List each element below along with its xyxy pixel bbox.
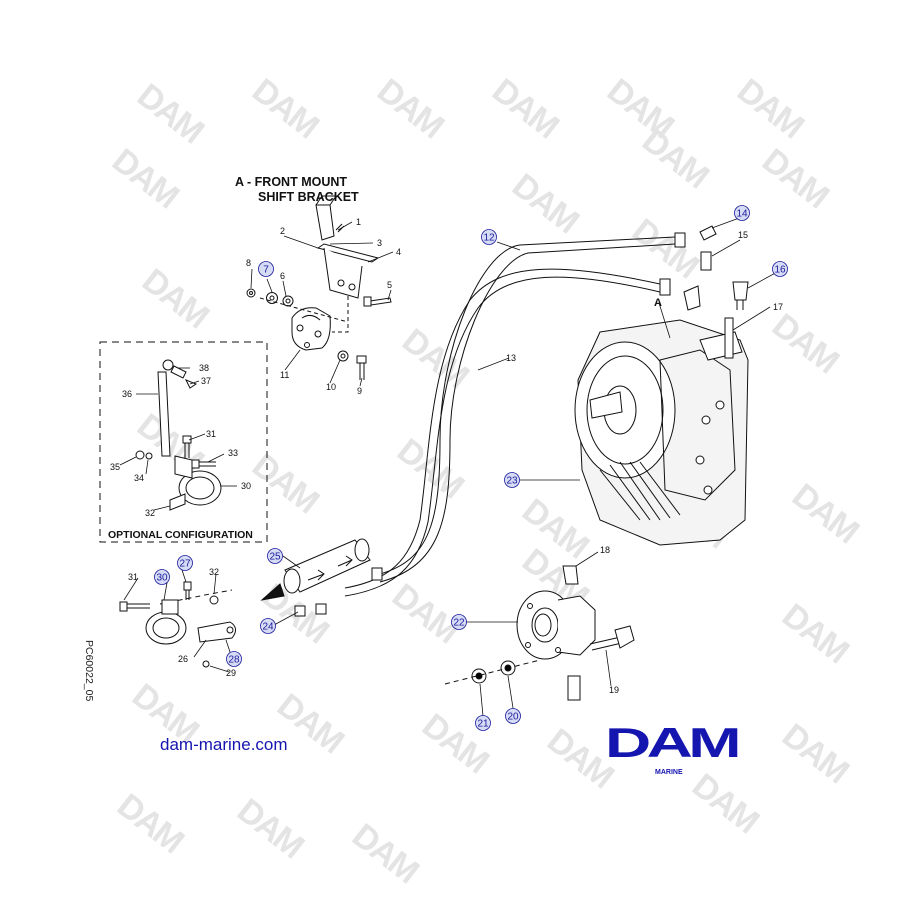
watermark-logo: DAM [755,141,835,215]
callout-22-text: 22 [453,618,465,629]
callout-21: 21 [475,715,491,731]
watermark-logo: DAM [245,446,325,520]
label-17: 17 [773,302,783,312]
label-18: 18 [600,545,610,555]
callout-24-text: 24 [262,622,274,633]
watermark-logo: DAM [775,596,855,670]
shift-bracket-detail [246,195,392,380]
callout-23: 23 [504,472,520,488]
callout-12-text: 12 [483,233,495,244]
label-31: 31 [206,429,216,439]
label-32-lower: 32 [209,567,219,577]
label-37: 37 [201,376,211,386]
logo-subtitle: MARINE [655,769,683,776]
dam-marine-logo: DAM MARINE [605,719,742,776]
callout-25-text: 25 [269,552,281,563]
watermark-logo: DAM [345,816,425,890]
label-10: 10 [326,382,336,392]
callout-20: 20 [505,708,521,724]
website-link[interactable]: dam-marine.com [160,735,288,754]
callout-28: 28 [226,651,242,667]
watermark-logo: DAM [785,476,865,550]
label-35: 35 [110,462,120,472]
callout-27: 27 [177,555,193,571]
callout-7: 7 [258,261,274,277]
detail-marker-a: A [654,297,662,309]
coupling-assembly [444,565,635,701]
watermark-logo: DAM [485,71,565,145]
shift-cylinder [119,538,383,668]
label-31-lower: 31 [128,572,138,582]
label-26: 26 [178,654,188,664]
watermark-logo: DAM [685,766,765,840]
callout-14-text: 14 [736,209,748,220]
label-9: 9 [357,386,362,396]
watermark-logo: DAM [505,166,585,240]
callout-16-text: 16 [774,265,786,276]
callout-22: 22 [451,614,467,630]
label-1: 1 [356,217,361,227]
label-38: 38 [199,363,209,373]
watermark-logo: DAM [730,71,810,145]
label-13: 13 [506,353,516,363]
watermark-logo: DAM [625,211,705,285]
label-6: 6 [280,271,285,281]
label-19: 19 [609,685,619,695]
callout-30-text: 30 [156,573,168,584]
optional-configuration-box [99,341,268,543]
logo-wordmark: DAM [605,719,739,766]
callout-23-text: 23 [506,476,518,487]
detail-title-line2: SHIFT BRACKET [258,190,359,204]
callout-25: 25 [267,548,283,564]
callout-7-text: 7 [263,265,269,276]
watermark-logo: DAM [110,786,190,860]
watermark-logo: DAM [245,71,325,145]
label-36: 36 [122,389,132,399]
shift-cables [344,225,749,597]
label-32: 32 [145,508,155,518]
callout-20-text: 20 [507,712,519,723]
gearbox-housing [574,317,749,546]
label-15: 15 [738,230,748,240]
label-5: 5 [387,280,392,290]
watermark-logo: DAM [395,321,475,395]
detail-title-line1: A - FRONT MOUNT [235,175,347,189]
label-2: 2 [280,226,285,236]
callout-14: 14 [734,205,750,221]
watermark-logo: DAM [105,141,185,215]
label-34: 34 [134,473,144,483]
label-8: 8 [246,258,251,268]
watermark-logo: DAM [130,406,210,480]
watermark-logo: DAM [135,261,215,335]
callout-21-text: 21 [477,719,489,730]
callout-16: 16 [772,261,788,277]
callout-27-text: 27 [179,559,191,570]
label-11: 11 [280,370,289,380]
callout-28-text: 28 [228,655,240,666]
drawing-code: PC60022_05 [83,640,95,701]
watermark-logo: DAM [385,576,465,650]
label-29: 29 [226,668,236,678]
label-4: 4 [396,247,401,257]
watermark-logo: DAM [390,431,470,505]
watermark-logo: DAM [130,76,210,150]
circled-callouts: 7 12 14 16 20 21 22 23 24 25 27 28 30 [154,205,788,731]
watermark-logo: DAM [230,791,310,865]
label-33: 33 [228,448,238,458]
watermark-logo: DAM [370,71,450,145]
callout-24: 24 [260,618,276,634]
part-labels: 1 2 3 4 5 6 8 9 10 11 13 15 17 18 19 26 … [110,217,783,695]
leader-lines [119,216,780,717]
watermark-logo: DAM [765,306,845,380]
callout-12: 12 [481,229,497,245]
label-3: 3 [377,238,382,248]
watermark-logo: DAM [775,716,855,790]
callout-30: 30 [154,569,170,585]
label-30-optional: 30 [241,481,251,491]
optional-configuration-label: OPTIONAL CONFIGURATION [108,529,253,541]
